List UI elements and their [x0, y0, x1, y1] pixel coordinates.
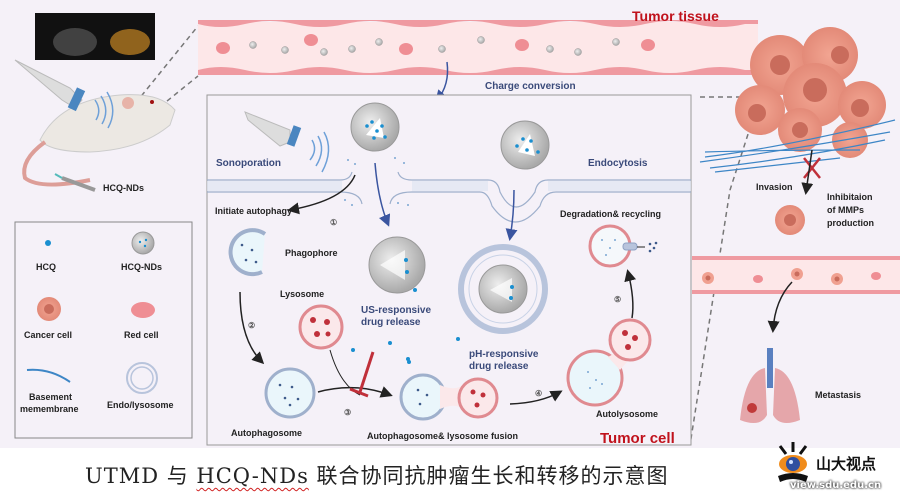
ultrasound-image	[35, 13, 155, 60]
tumor-tissue-label: Tumor tissue	[632, 8, 719, 24]
sonoporation-label: Sonoporation	[216, 158, 281, 169]
fusion-label: Autophagosome& lysosome fusion	[367, 431, 518, 441]
inhibition-block-icon	[349, 351, 375, 398]
red-cell	[399, 43, 413, 55]
watermark-url: view.sdu.edu.cn	[790, 480, 882, 491]
autolysosome-label: Autolysosome	[596, 409, 658, 419]
ultrasound-probe-icon	[244, 111, 330, 173]
endolysosome-icon	[126, 362, 158, 394]
tumor-cell-title: Tumor cell	[600, 430, 675, 447]
nanodroplets	[249, 36, 620, 56]
lysosome-label: Lysosome	[280, 289, 324, 299]
red-cell	[304, 34, 318, 46]
us-release-label-line1: US-responsive	[361, 305, 431, 316]
endocytosis-label: Endocytosis	[588, 158, 648, 169]
ph-release-label-line1: pH-responsive	[469, 349, 539, 360]
lysosome	[298, 304, 344, 350]
caption-prefix: UTMD 与	[85, 464, 197, 488]
ph-release-label-line2: drug release	[469, 361, 529, 372]
free-hcq-dots	[351, 288, 460, 364]
step-1-marker: ①	[330, 218, 337, 227]
phagophore-label: Phagophore	[285, 248, 338, 258]
inhibition-x-icon	[803, 157, 821, 179]
red-cell	[216, 42, 230, 54]
hcq-dot-icon	[45, 240, 51, 246]
tumor-cell-panel: Sonoporation Endocytosis ① Initiate auto…	[206, 94, 692, 447]
step-4-marker: ④	[535, 389, 542, 398]
inhibition-label-line2: of MMPs	[827, 205, 864, 215]
charge-conversion-label: Charge conversion	[485, 81, 576, 92]
us-release-label-line2: drug release	[361, 317, 421, 328]
legend-hcq-nds-label: HCQ-NDs	[121, 262, 162, 272]
legend-hcq-label: HCQ	[36, 262, 56, 272]
autophagosome	[264, 367, 316, 419]
watermark-logo: 山大视点 view.sdu.edu.cn	[768, 440, 900, 503]
hcq-nds-injection-label: HCQ-NDs	[103, 183, 144, 193]
inhibition-label-line1: Inhibitaion	[827, 192, 873, 202]
phagophore	[228, 228, 267, 277]
mouse-illustration: HCQ-NDs	[14, 59, 176, 193]
caption-suffix: 联合协同抗肿瘤生长和转移的示意图	[308, 464, 669, 488]
basement-membrane	[699, 119, 896, 173]
endosome-ph-release	[458, 244, 548, 334]
inhibition-label-line3: production	[827, 218, 874, 228]
tumor-mass	[735, 27, 886, 158]
watermark-title: 山大视点	[816, 455, 877, 473]
blood-vessel: Tumor tissue Charge conversion	[198, 8, 758, 103]
legend: HCQ HCQ-NDs Cancer cell Red cell Basemen…	[14, 221, 193, 439]
nanodroplet-endocytosis	[500, 120, 550, 170]
step-2-marker: ②	[248, 321, 255, 330]
degradation-recycling-label: Degradation& recycling	[560, 209, 661, 219]
legend-basement-label-line1: Basement	[29, 392, 72, 402]
red-cell-icon	[131, 302, 155, 318]
caption-text: UTMD 与 HCQ-NDs 联合协同抗肿瘤生长和转移的示意图	[85, 460, 669, 490]
degradation-vesicle	[588, 224, 658, 268]
invasion-label: Invasion	[756, 182, 793, 192]
step-5-marker: ⑤	[614, 295, 621, 304]
basement-membrane-icon	[26, 368, 71, 383]
figure-canvas: HCQ-NDs Tumor tissue Charge conversion	[14, 8, 900, 447]
nanodroplet-sonoporation	[350, 102, 400, 152]
red-cell	[641, 39, 655, 51]
cancer-cell-icon	[37, 297, 61, 321]
fusion-vesicle	[399, 373, 499, 421]
caption-hcq-nds: HCQ-NDs	[196, 464, 309, 488]
autolysosome	[566, 318, 652, 407]
legend-endolysosome-label: Endo/lysosome	[107, 400, 174, 410]
nanodroplet-us-release	[368, 236, 426, 294]
lungs-icon	[740, 348, 800, 424]
initiate-autophagy-label: Initiate autophagy	[215, 206, 292, 216]
step-3-marker: ③	[344, 408, 351, 417]
legend-red-cell-label: Red cell	[124, 330, 159, 340]
schematic-figure: HCQ-NDs Tumor tissue Charge conversion	[0, 0, 900, 448]
red-cell	[515, 39, 529, 51]
figure-caption: UTMD 与 HCQ-NDs 联合协同抗肿瘤生长和转移的示意图	[0, 450, 900, 503]
metastasis-label: Metastasis	[815, 390, 861, 400]
legend-cancer-cell-label: Cancer cell	[24, 330, 72, 340]
eye-logo-icon	[778, 442, 808, 482]
nanodroplet-icon	[131, 231, 155, 255]
lower-blood-vessel	[692, 256, 900, 294]
autophagosome-label: Autophagosome	[231, 428, 302, 438]
legend-basement-label-line2: memembrane	[20, 404, 79, 414]
